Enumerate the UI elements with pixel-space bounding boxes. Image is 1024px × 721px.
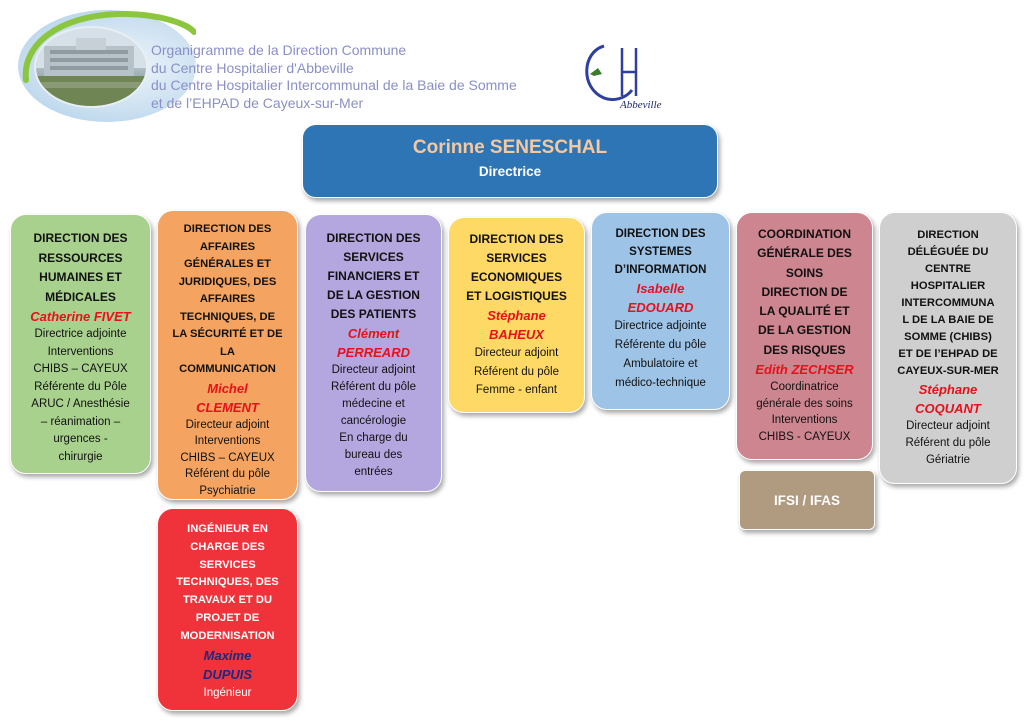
box-person-name: Catherine FIVET [30,309,131,324]
box-details: Ingénieur [203,686,252,699]
director-box: Corinne SENESCHAL Directrice [302,124,718,198]
header-title-line: Organigramme de la Direction Commune [151,42,407,58]
box-heading: IFSI / IFAS [773,493,840,508]
emblem-arc-icon [22,10,196,83]
header-title-line: et de l’EHPAD de Cayeux-sur-Mer [151,94,364,111]
header-title-line: du Centre Hospitalier d'Abbeville [151,59,354,76]
director-title: Directrice [478,164,542,179]
hospital-photo [34,26,148,108]
header-title: Organigramme de la Direction Commune du … [151,42,517,112]
logo-text: Abbeville [619,99,662,111]
header-title-line: du Centre Hospitalier Intercommunal de l… [151,77,517,93]
director-name: Corinne SENESCHAL [412,137,608,158]
box-person-name: Edith ZECHSER [755,362,854,378]
box-ifsi-ifas: IFSI / IFAS [739,470,875,530]
abbeville-logo: Abbeville [574,38,666,112]
